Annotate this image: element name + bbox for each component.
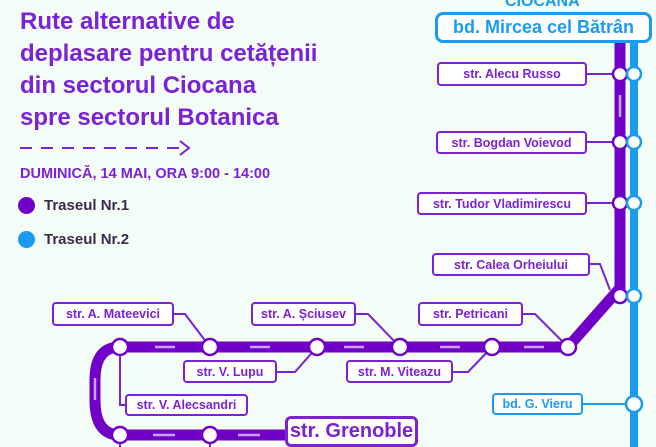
purple-dot-icon [18,197,35,214]
dashed-arrow-icon [20,140,191,156]
date-text: DUMINICĂ, 14 MAI, ORA 9:00 - 14:00 [20,166,271,182]
title-line: deplasare pentru cetățenii [20,40,318,67]
legend-route-2: Traseul Nr.2 [18,231,129,248]
stop-mateevici: str. A. Mateevici [52,302,174,326]
stop-bogdan-voievod: str. Bogdan Voievod [436,131,587,154]
stop-alecsandri: str. V. Alecsandri [125,394,248,416]
stop-calea-orheiului: str. Calea Orheiului [432,253,590,276]
direction-arrows [93,95,622,437]
title-line: Rute alternative de [20,8,235,35]
stop-alecu-russo: str. Alecu Russo [437,62,587,86]
blue-dot-icon [18,231,35,248]
title-line: din sectorul Ciocana [20,72,257,99]
start-station: bd. Mircea cel Bătrân [435,12,652,43]
stop-tudor-vladimirescu: str. Tudor Vladimirescu [417,192,587,215]
title-line: spre sectorul Botanica [20,104,279,131]
stop-lupu: str. V. Lupu [183,360,277,383]
stop-sciusev: str. A. Șciusev [251,302,356,326]
stop-viteazu: str. M. Viteazu [346,360,453,383]
stop-grenoble: str. Grenoble [285,416,418,447]
page-title: Rute alternative de deplasare pentru cet… [20,6,317,134]
stop-petricani: str. Petricani [418,302,523,326]
route-1-stations [110,65,629,445]
district-label: CIOCANA [505,0,580,10]
stop-vieru: bd. G. Vieru [492,393,583,415]
legend-route-1: Traseul Nr.1 [18,197,129,214]
legend-label: Traseul Nr.1 [44,197,130,214]
legend-label: Traseul Nr.2 [44,231,130,248]
route-2-stations [624,65,644,414]
